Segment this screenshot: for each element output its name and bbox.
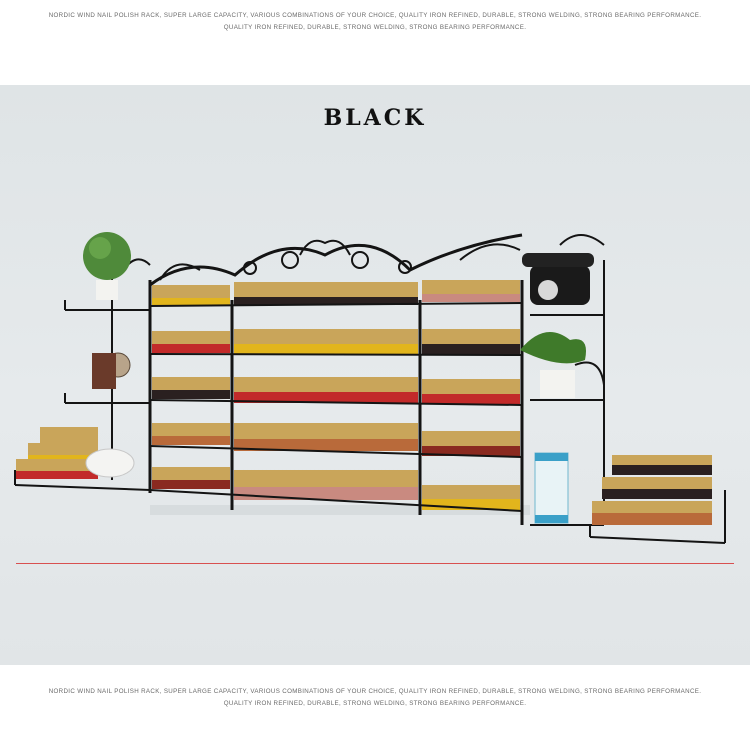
photo-title: BLACK — [323, 105, 427, 131]
right-tower — [520, 234, 605, 526]
rack-frame — [148, 233, 524, 525]
caption-top: NORDIC WIND NAIL POLISH RACK, SUPER LARG… — [0, 10, 750, 34]
far-right-rack — [589, 455, 726, 544]
rack-illustration — [14, 232, 726, 544]
accent-red-line — [16, 563, 734, 564]
left-tower — [14, 232, 151, 491]
product-photo: BLACK — [0, 85, 750, 665]
caption-bottom-line-1: NORDIC WIND NAIL POLISH RACK, SUPER LARG… — [48, 688, 702, 695]
center-shelves — [149, 280, 523, 512]
caption-top-line-2: QUALITY IRON REFINED, DURABLE, STRONG WE… — [223, 24, 527, 31]
caption-top-line-1: NORDIC WIND NAIL POLISH RACK, SUPER LARG… — [48, 12, 702, 19]
caption-bottom-line-2: QUALITY IRON REFINED, DURABLE, STRONG WE… — [223, 700, 527, 707]
caption-bottom: NORDIC WIND NAIL POLISH RACK, SUPER LARG… — [0, 686, 750, 710]
